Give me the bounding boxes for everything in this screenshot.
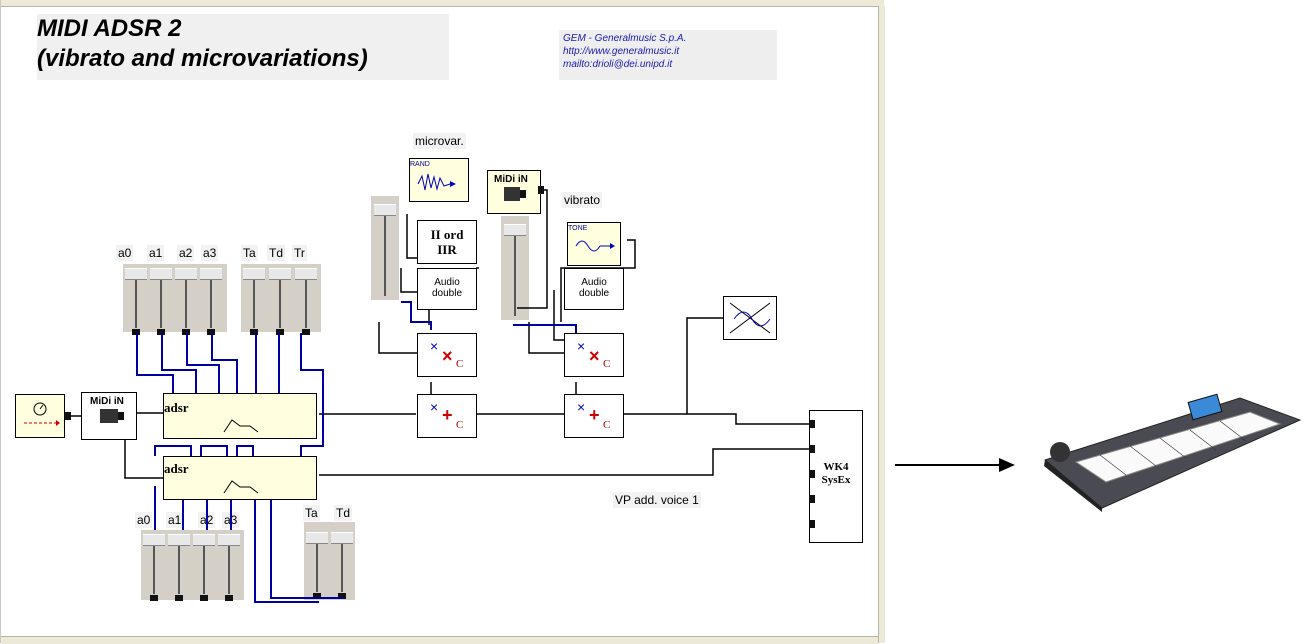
midi-connector-icon [488,185,540,205]
sine-wave-icon [568,232,620,262]
add-icon: × [430,399,438,415]
clock-icon [16,395,64,437]
envelope-icon [164,416,316,436]
noise-wave-icon [410,168,468,198]
multiply-icon: × [430,338,438,354]
patch-editor-window: MIDI ADSR 2 (vibrato and microvariations… [0,0,884,643]
multiply-icon: × [577,338,585,354]
add-icon: × [577,399,585,415]
adsr-block-1[interactable]: adsr [163,393,317,439]
oscilloscope-icon [724,297,776,339]
add-block-2[interactable]: × + C [564,394,624,438]
output-arrow [895,455,1020,475]
random-generator-block[interactable]: RAND [409,158,469,202]
scope-block[interactable] [723,296,777,340]
adsr-block-2[interactable]: adsr [163,456,317,500]
midi-connector-icon [82,407,136,427]
midi-in-block[interactable]: MiDi iN [81,392,137,440]
multiply-block-2[interactable]: × × C [564,333,624,377]
envelope-icon [164,477,316,497]
midi-in-vibrato-block[interactable]: MiDi iN [487,170,541,214]
tone-generator-block[interactable]: TONE [567,222,621,266]
clock-generator-block[interactable] [15,394,65,438]
multiply-block-1[interactable]: × × C [417,333,477,377]
add-block-1[interactable]: × + C [417,394,477,438]
keyboard-image [1040,390,1305,515]
